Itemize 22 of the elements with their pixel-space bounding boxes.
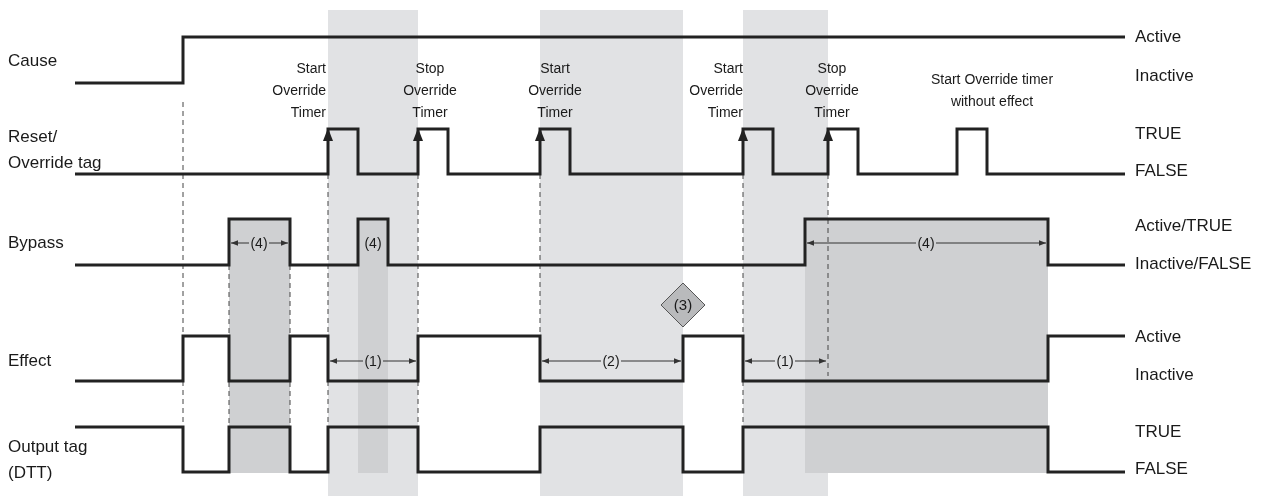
signal-label: TRUE [1135, 421, 1182, 443]
signal-label: FALSE [1135, 160, 1188, 182]
signal-label: Reset/ Override tag [8, 126, 103, 174]
signal-label: Inactive [1135, 364, 1194, 386]
annotation-text: Start Override Timer [688, 59, 743, 122]
signal-label: FALSE [1135, 458, 1188, 480]
annotation-text: Stop Override Timer [402, 59, 458, 122]
annotation-text: Start Override Timer [527, 59, 583, 122]
annotation-text: Start Override timer without effect [929, 70, 1055, 111]
signal-label: Active [1135, 326, 1182, 348]
annotation-text: Stop Override Timer [804, 59, 860, 122]
signal-label: Active [1135, 26, 1182, 48]
signal-label: Inactive [1135, 65, 1194, 87]
signal-label: Active/TRUE [1135, 215, 1233, 237]
signal-label: Cause [8, 50, 58, 72]
signal-label: TRUE [1135, 123, 1182, 145]
signal-label: Bypass [8, 232, 64, 254]
signal-label: Inactive/FALSE [1135, 253, 1252, 275]
signal-label: Output tag (DTT) [8, 436, 89, 484]
annotation-text: Start Override Timer [271, 59, 326, 122]
signal-label: Effect [8, 350, 52, 372]
diamond-marker: (3) [660, 282, 706, 328]
